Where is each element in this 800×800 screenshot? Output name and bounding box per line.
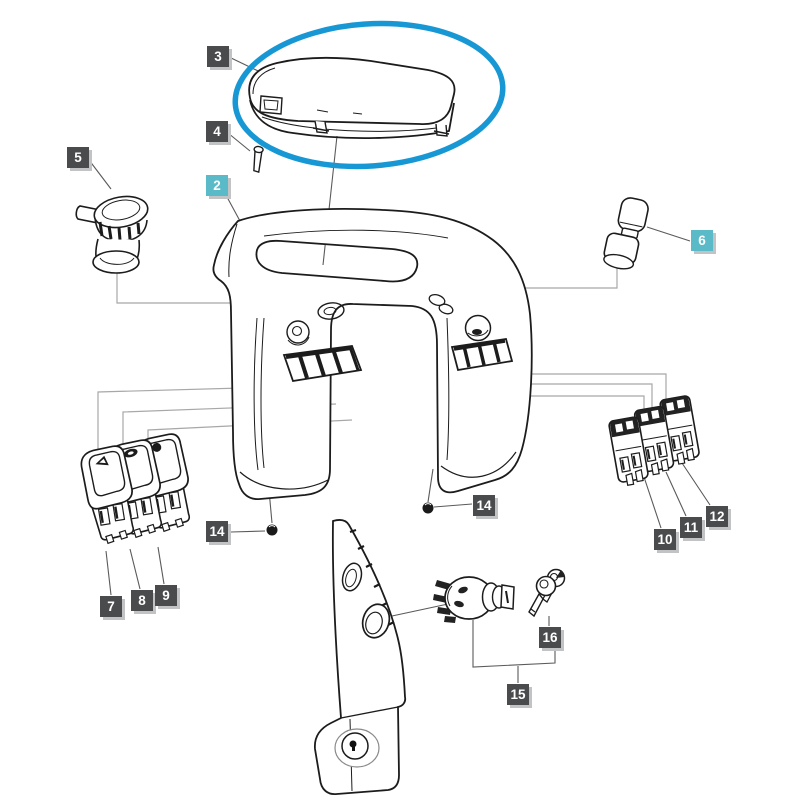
leader-lines: [88, 56, 711, 683]
nut-right: [422, 502, 434, 514]
screw-part: [253, 145, 264, 174]
part-label-10: 10: [654, 529, 676, 550]
part-label-8: 8: [131, 590, 153, 611]
console-part: [212, 208, 533, 500]
highlight-ellipse: [232, 20, 506, 170]
part-label-16: 16: [539, 627, 561, 648]
rocker-switches-part: [80, 433, 191, 545]
lower-panel-part: [314, 519, 407, 795]
part-label-14-right: 14: [473, 495, 495, 516]
part-label-7: 7: [100, 596, 122, 617]
ignition-switch-part: [433, 576, 515, 623]
keys-part: [528, 568, 566, 618]
part-label-9: 9: [155, 585, 177, 606]
part-label-2: 2: [206, 175, 228, 196]
nut-left: [266, 524, 278, 536]
rocker-switch-7: [80, 445, 135, 545]
part-label-12: 12: [706, 506, 728, 527]
part-label-3: 3: [207, 46, 229, 67]
cover-part: [248, 56, 456, 139]
part-label-6: 6: [691, 230, 713, 251]
part-label-4: 4: [206, 121, 228, 142]
knob-switch-part: [75, 195, 149, 274]
part-label-5: 5: [67, 147, 89, 168]
part-label-15: 15: [507, 684, 529, 705]
part-label-11: 11: [680, 517, 702, 538]
part-label-14-left: 14: [206, 521, 228, 542]
switch-block-part: [608, 395, 700, 486]
small-knob-part: [603, 197, 649, 270]
